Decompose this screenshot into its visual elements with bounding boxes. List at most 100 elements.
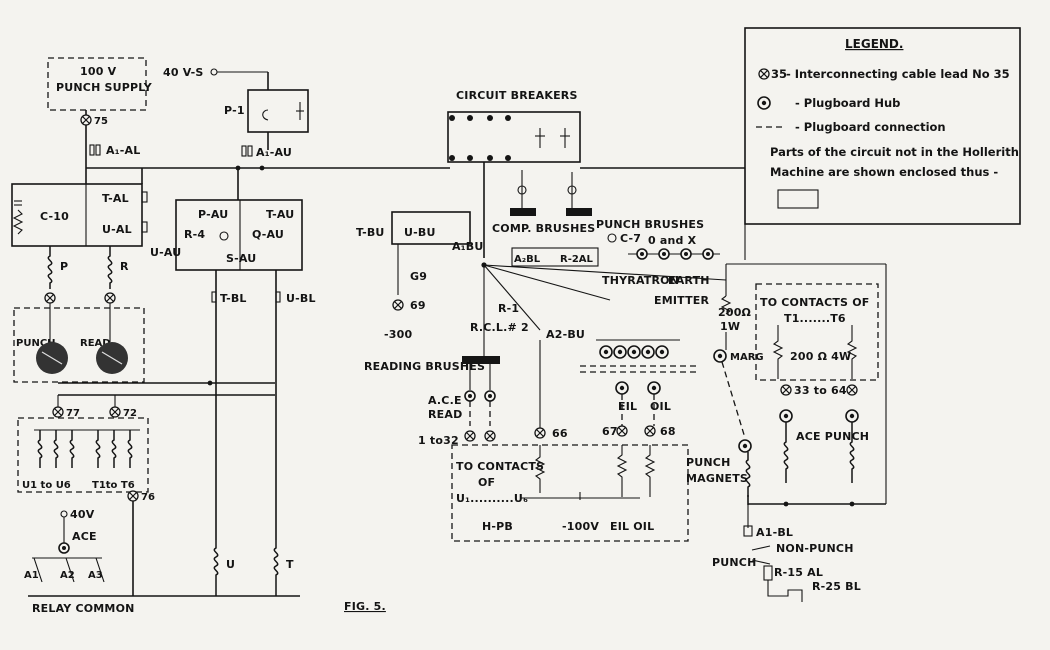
emitter-hub-1 (599, 345, 613, 359)
v40s-label: 40 V-S (163, 66, 204, 79)
c10-label: C-10 (40, 210, 69, 223)
comp-brush-bar (510, 208, 536, 216)
r200-4w-label: 200 Ω 4W (790, 350, 851, 363)
ual-label: U-AL (102, 223, 132, 236)
cable-76 (127, 490, 139, 502)
rcl2-label: R.C.L.# 2 (470, 321, 529, 334)
svg-text:66: 66 (552, 427, 568, 440)
punch-contact-label: PUNCH (712, 556, 756, 569)
center-left-section: 40 V-S P-1 A₁-AU P-AU R-4 Q-AU T-AU U-AU… (142, 66, 450, 596)
ace-label: ACE (72, 530, 97, 543)
svg-text:P-1: P-1 (224, 104, 245, 117)
legend-frame (744, 27, 1021, 225)
a1bl-label: A1-BL (756, 526, 793, 539)
svg-text:75: 75 (94, 116, 108, 127)
hub-0x-4 (702, 248, 714, 260)
pau-relay-box (175, 199, 303, 271)
svg-text:R: R (120, 260, 129, 273)
minus300-label: -300 (384, 328, 412, 341)
eil-oil-bottom-label: EIL OIL (610, 520, 654, 533)
svg-text:U: U (226, 558, 235, 571)
hub-0x-1 (636, 248, 648, 260)
svg-text:T: T (286, 558, 294, 571)
punch-brushes-label: PUNCH BRUSHES (596, 218, 704, 231)
cable-77 (52, 406, 64, 418)
t-contacts-box (755, 283, 879, 381)
circuit-breakers-label: CIRCUIT BREAKERS (456, 89, 578, 102)
cable-67 (616, 425, 628, 437)
cable-1-32-b (484, 430, 496, 442)
svg-text:A1: A1 (24, 570, 39, 581)
svg-text:P-AU: P-AU (198, 208, 228, 221)
oil-label: OIL (650, 400, 671, 413)
thyratron-label: THYRATRON (602, 274, 679, 287)
svg-text:Q-AU: Q-AU (252, 228, 284, 241)
cable-1-32-a (464, 430, 476, 442)
hub-0x-2 (658, 248, 670, 260)
emitter-hub-5 (655, 345, 669, 359)
punch-magnets-label-1: PUNCH (686, 456, 730, 469)
u1-u6-contacts-label: U₁..........U₆ (456, 492, 528, 505)
circuit-breakers-box (447, 111, 581, 163)
ace-punch-hub-2 (845, 409, 859, 423)
relay-common-label: RELAY COMMON (32, 602, 135, 615)
punch-magnet-hub (738, 439, 752, 453)
reading-brushes-label: READING BRUSHES (364, 360, 485, 373)
punch-magnet-label: PUNCH (16, 338, 56, 349)
comp-brushes-label: COMP. BRUSHES (492, 222, 595, 235)
punch-brush-bar (566, 208, 592, 216)
external-contacts-box (451, 444, 689, 542)
to-contacts-label: TO CONTACTS (456, 460, 544, 473)
cable-68 (644, 425, 656, 437)
legend-title: LEGEND. (845, 37, 903, 51)
svg-text:S-AU: S-AU (226, 252, 256, 265)
zero-and-x-label: 0 and X (648, 234, 697, 247)
ace-punch-hub-1 (779, 409, 793, 423)
non-punch-label: NON-PUNCH (776, 542, 854, 555)
hub-0x-3 (680, 248, 692, 260)
svg-text:67: 67 (602, 425, 618, 438)
legend-note-line2: Machine are shown enclosed thus - (770, 165, 998, 179)
a2bl-r2al-box (511, 247, 599, 267)
c7-label: C-7 (620, 232, 641, 245)
a1bu-label: A₁BU (452, 240, 483, 253)
p1-relay-box (247, 89, 309, 133)
ubl-label: U-BL (286, 292, 316, 305)
r200-label: 200Ω (718, 306, 752, 319)
t1-t6-contacts-label: T1.......T6 (784, 312, 846, 325)
emitter-label: EMITTER (654, 294, 710, 307)
svg-text:68: 68 (660, 425, 676, 438)
svg-text:G9: G9 (410, 270, 427, 283)
cable-33 (780, 384, 792, 396)
one-to-32-label: 1 to32 (418, 434, 459, 447)
cable-lead-icon (758, 68, 770, 80)
cable-66 (534, 427, 546, 439)
center-section: CIRCUIT BREAKERS T-BU U-BU A₁BU G9 69 -3… (356, 89, 727, 542)
svg-text:U-AU: U-AU (150, 246, 181, 259)
tbl-label: T-BL (220, 292, 247, 305)
svg-text:72: 72 (123, 408, 137, 419)
svg-text:U-BU: U-BU (404, 226, 436, 239)
punch-magnets-label-2: MAGNETS (686, 472, 748, 485)
punch-supply-box (47, 57, 147, 111)
figure-caption: FIG. 5. (344, 600, 386, 613)
ace-punch-label: ACE PUNCH (796, 430, 869, 443)
reading-brush-bar (462, 356, 500, 364)
cable-p (44, 292, 56, 304)
emitter-hub-2 (613, 345, 627, 359)
legend-connection-text: - Plugboard connection (795, 120, 946, 134)
ace-hub (58, 542, 70, 554)
ace-read-hub-1 (464, 390, 476, 402)
tbu-label: T-BU (356, 226, 385, 239)
legend-hub-text: - Plugboard Hub (795, 96, 900, 110)
svg-text:76: 76 (141, 492, 155, 503)
svg-text:R-4: R-4 (184, 228, 205, 241)
read-magnet-label: READ (80, 338, 111, 349)
a1-au-label: A₁-AU (256, 146, 292, 159)
cable-72 (109, 406, 121, 418)
marg-label: MARG (730, 352, 764, 363)
r1-label: R-1 (498, 302, 519, 315)
minus100v-label: -100V (562, 520, 599, 533)
punch-read-box (13, 307, 145, 383)
